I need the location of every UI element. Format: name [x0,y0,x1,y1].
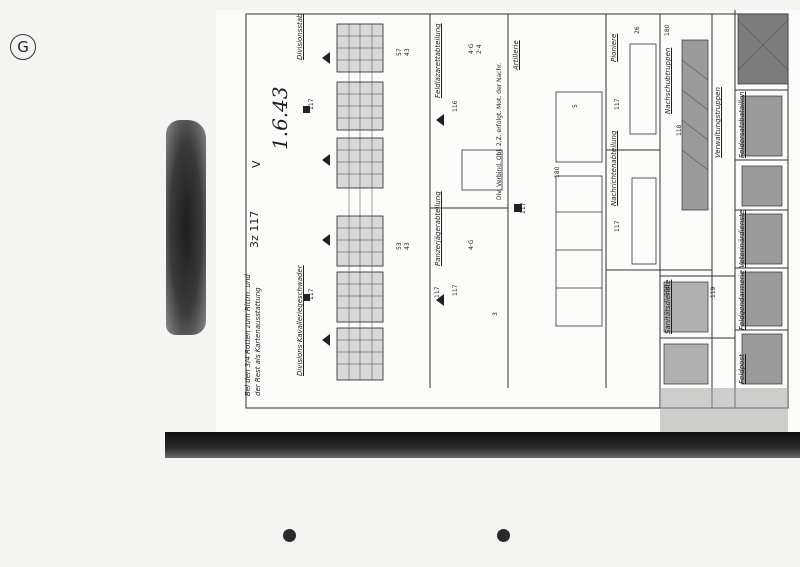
unit-code-2: 117 [308,288,315,300]
label-flak: Panzerjägerabteilung [434,191,442,266]
number-43-a: 43 [404,242,411,250]
label-engineers: Feldlazarettabteilung [434,23,442,98]
unit-code-3: 117 [452,284,459,296]
side-mark-2: 2·4 [476,44,483,54]
corner-mark: G [10,34,36,60]
number-180-a: 180 [664,24,671,36]
unit-code-6: 116 [452,100,459,112]
number-26: 26 [634,26,641,34]
punch-hole-left [283,529,296,542]
footnote-line-2: der Rest als Kartenausstattung [254,287,262,396]
label-police: Feldgendarmerie [738,270,746,330]
side-mark-6: Div. Verbind. Obl. 2.Z. erfolgt. Mot. de… [496,62,503,200]
side-mark-5: 5 [572,104,579,108]
label-artillery: Artillerie [512,40,520,70]
unit-code-5: 117 [614,220,621,232]
label-post: Feldpost [738,354,746,384]
side-mark-4: 3 [492,312,499,316]
binding-strip [165,432,800,458]
label-pioneers: Pioniere [610,33,618,62]
number-43-b: 43 [404,48,411,56]
label-field-replacement: Feldersatzbataillon [738,91,746,158]
side-mark-3: 4·G [468,239,475,250]
label-cavalry: Divisions-Kavalleriegeschwader [296,265,304,376]
label-division: Divisionsstab [296,13,304,60]
number-57: 57 [396,48,403,56]
side-mark-1: 4·G [468,43,475,54]
label-admin: Verwaltungstruppen [714,87,722,158]
punch-hole-right [497,529,510,542]
number-180-b: 180 [554,166,561,178]
unit-code-4: 117 [614,98,621,110]
number-119: 119 [710,286,717,298]
header-suffix: V [250,160,263,168]
number-190: 190 [664,284,671,296]
unit-code-7: 117 [520,202,527,214]
label-signals: Nachrichtenabteilung [610,130,618,206]
number-53: 53 [396,242,403,250]
unit-code-1: 117 [308,98,315,110]
number-117: 117 [434,286,441,298]
document-title: 1.6.43 [268,86,292,150]
label-supply: Nachschubtruppen [664,47,672,114]
label-vet: Veterinärdienste [738,210,746,268]
number-118: 118 [676,124,683,136]
footnote-line-1: Bei den 3/4 Rotten zum Rittm. und [244,274,252,396]
header-code: 3z 117 [248,210,261,248]
binding-smudge [166,120,206,335]
